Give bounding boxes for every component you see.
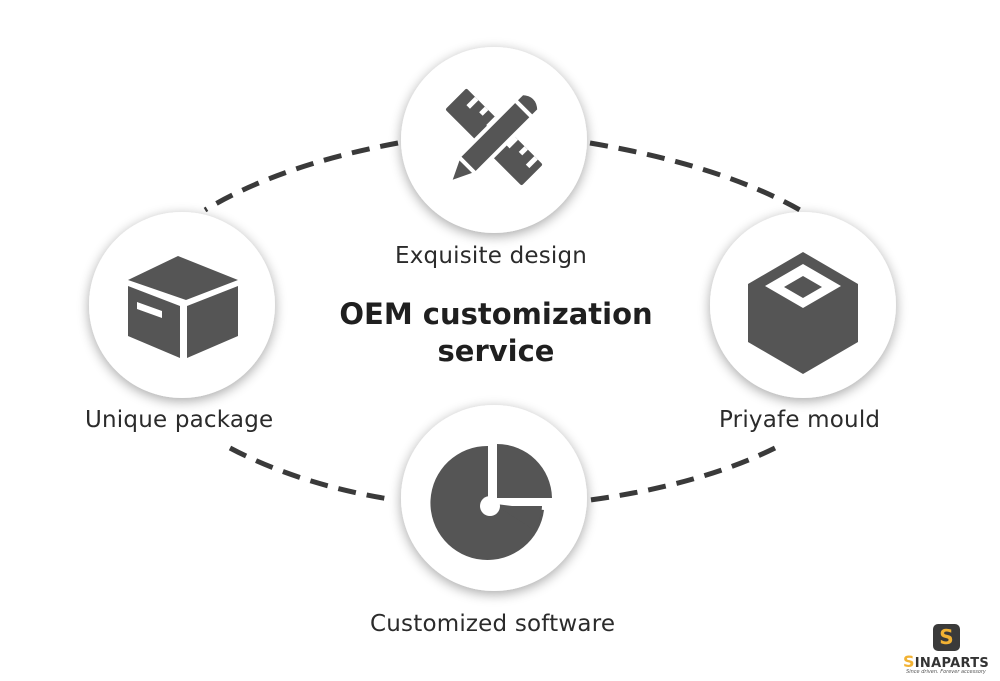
logo-tagline: Since driven. Forever accessory <box>906 669 986 675</box>
logo-wordmark: SINAPARTS <box>900 652 992 671</box>
pie-chart-icon <box>430 444 552 560</box>
connector-package-software <box>228 445 396 503</box>
node-priyafe-mould <box>710 212 896 398</box>
node-exquisite-design <box>401 47 587 233</box>
node-circle <box>89 212 275 398</box>
center-title-line-2: service <box>437 334 555 368</box>
node-label-exquisite-design: Exquisite design <box>395 243 588 269</box>
connector-design-mould <box>589 140 802 213</box>
node-label-customized-software: Customized software <box>370 611 616 637</box>
sinaparts-logo: S SINAPARTS Since driven. Forever access… <box>900 624 992 678</box>
box-icon <box>128 256 238 358</box>
connector-mould-software <box>589 445 777 503</box>
logo-wordmark-rest: INAPARTS <box>914 656 990 671</box>
logo-wordmark-initial: S <box>902 652 915 671</box>
node-unique-package <box>89 212 275 398</box>
connector-design-package <box>203 140 399 213</box>
node-label-priyafe-mould: Priyafe mould <box>719 407 881 433</box>
center-title: OEM customization service <box>300 296 692 370</box>
pencil-ruler-icon <box>446 89 542 187</box>
mould-cube-icon <box>748 252 858 374</box>
dashed-connectors <box>203 140 802 503</box>
center-title-line-1: OEM customization <box>339 297 653 331</box>
node-customized-software <box>401 405 587 591</box>
logo-badge-icon: S <box>933 624 960 651</box>
node-label-unique-package: Unique package <box>85 407 274 433</box>
